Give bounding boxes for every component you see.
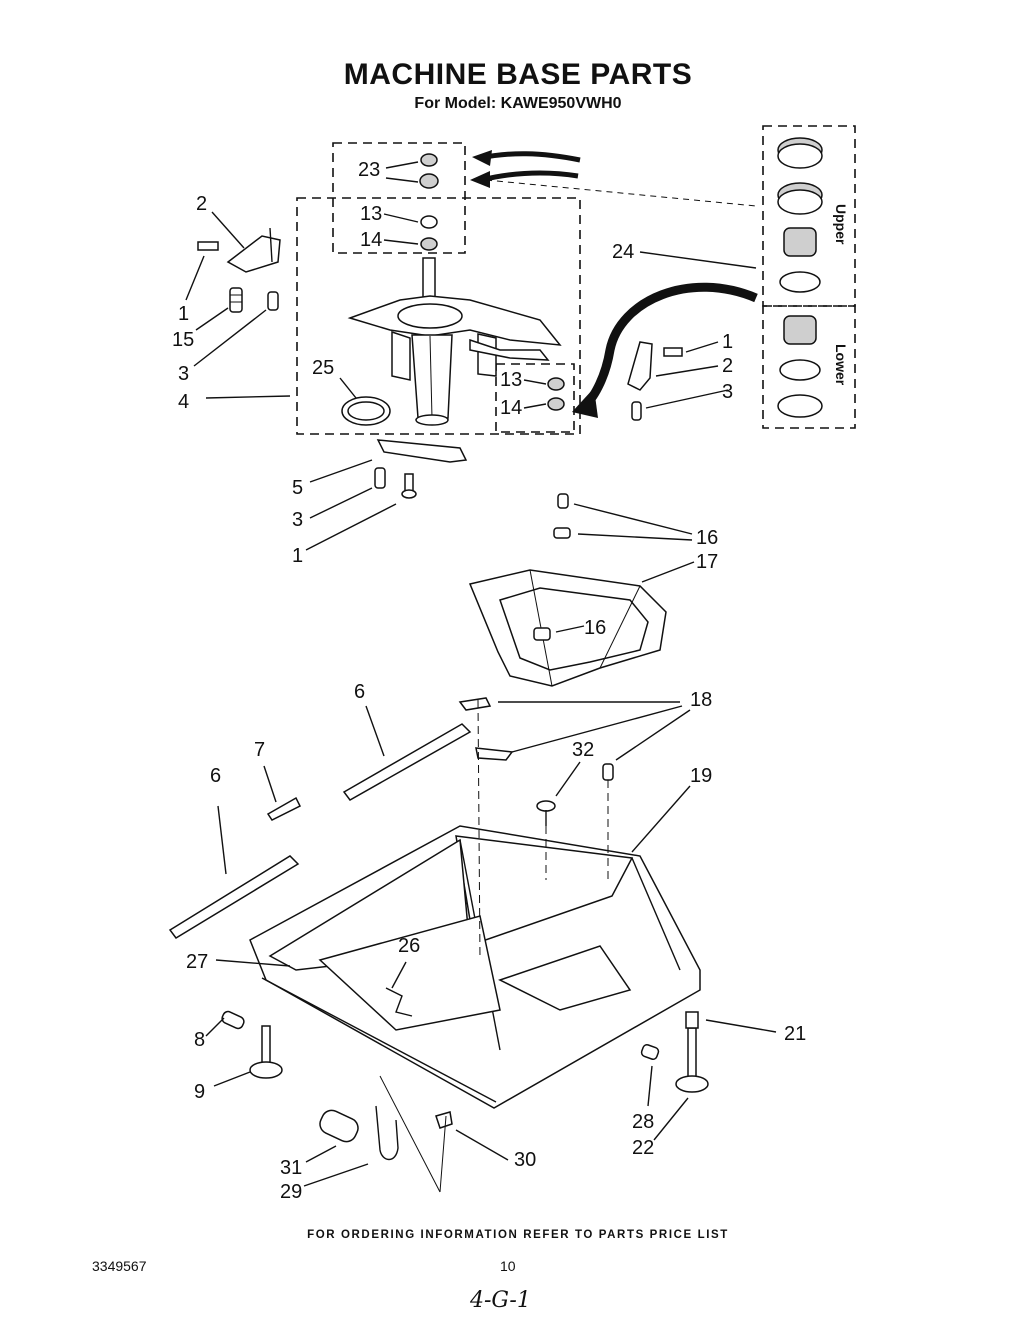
callout-labels: 23 13 14 2 1 15 3 4 25 13 14 24 1 2 3 5 … <box>172 159 806 1203</box>
rail-6-upper <box>342 723 472 801</box>
base-frame-19 <box>249 825 701 1109</box>
clip-30 <box>435 1111 453 1129</box>
callout-32: 32 <box>572 739 594 761</box>
bumper-16 <box>533 493 571 641</box>
upper-inset-label: Upper <box>833 204 849 245</box>
callout-3: 3 <box>292 509 303 531</box>
callout-16: 16 <box>696 527 718 549</box>
callout-17: 17 <box>696 551 718 573</box>
bearing-13-14-side <box>547 377 565 411</box>
clip-18 <box>458 697 614 781</box>
callout-14: 14 <box>500 397 522 419</box>
callout-16: 16 <box>584 617 606 639</box>
bearing-23 <box>419 153 439 189</box>
callout-18: 18 <box>690 689 712 711</box>
callout-6: 6 <box>210 765 221 787</box>
callout-14: 14 <box>360 229 382 251</box>
bearing-kit-box-side <box>495 363 575 433</box>
callout-1: 1 <box>178 303 189 325</box>
arrow-to-side-box <box>582 282 758 409</box>
callout-26: 26 <box>398 935 420 957</box>
upper-bearing-set <box>777 137 823 293</box>
callout-3: 3 <box>178 363 189 385</box>
callout-1: 1 <box>722 331 733 353</box>
arrow-to-bearing-box <box>479 151 581 183</box>
screw-32 <box>536 800 556 826</box>
ordering-note: FOR ORDERING INFORMATION REFER TO PARTS … <box>307 1229 729 1241</box>
hook-29 <box>375 1105 399 1161</box>
leader-lines <box>185 161 777 1193</box>
bracket-2-right <box>627 341 653 391</box>
lower-inset-label: Lower <box>833 344 849 386</box>
seal-ring-25 <box>341 396 391 426</box>
callout-3: 3 <box>722 381 733 403</box>
callout-9: 9 <box>194 1081 205 1103</box>
callout-6: 6 <box>354 681 365 703</box>
hook-26 <box>385 987 413 1017</box>
callout-13: 13 <box>360 203 382 225</box>
page-number: 10 <box>500 1258 516 1274</box>
bearing-kit-box-top <box>332 142 466 254</box>
bracket-2-left <box>226 227 281 273</box>
bearing-13-14-top <box>420 215 438 251</box>
callout-1: 1 <box>292 545 303 567</box>
callout-4: 4 <box>178 391 189 413</box>
model-subtitle: For Model: KAWE950VWH0 <box>414 95 622 112</box>
callout-22: 22 <box>632 1137 654 1159</box>
callout-31: 31 <box>280 1157 302 1179</box>
callout-5: 5 <box>292 477 303 499</box>
sleeve-31 <box>319 1109 359 1143</box>
callout-25: 25 <box>312 357 334 379</box>
nut-3-right <box>631 401 642 421</box>
callout-19: 19 <box>690 765 712 787</box>
bracket-5 <box>376 439 468 463</box>
leveling-leg-9 <box>249 1025 283 1079</box>
callout-29: 29 <box>280 1181 302 1203</box>
callout-2: 2 <box>196 193 207 215</box>
callout-28: 28 <box>632 1111 654 1133</box>
page-title: MACHINE BASE PARTS <box>343 58 693 91</box>
frame-17 <box>468 569 667 687</box>
bearing-inset-lower-box <box>762 305 856 429</box>
bolt-1-left <box>197 241 219 251</box>
nut-3-lower <box>374 467 386 489</box>
nut-3-left <box>267 291 279 311</box>
spring-7 <box>266 796 302 821</box>
bolt-1-lower <box>401 473 417 499</box>
callout-7: 7 <box>254 739 265 761</box>
handwritten-note: 4-G-1 <box>470 1288 531 1313</box>
callout-27: 27 <box>186 951 208 973</box>
lower-bearing-set <box>777 315 823 418</box>
callout-15: 15 <box>172 329 194 351</box>
callout-13: 13 <box>500 369 522 391</box>
document-number: 3349567 <box>92 1258 147 1274</box>
nut-21 <box>685 1011 699 1029</box>
pad-8 <box>221 1010 245 1030</box>
leveling-leg-22 <box>675 1027 709 1093</box>
callout-2: 2 <box>722 355 733 377</box>
bolt-1-right <box>663 347 683 357</box>
rail-6-lower <box>168 855 300 939</box>
callout-23: 23 <box>358 159 380 181</box>
callout-24: 24 <box>612 241 634 263</box>
cap-28 <box>640 1044 660 1060</box>
transmission-assembly <box>347 257 562 426</box>
callout-30: 30 <box>514 1149 536 1171</box>
callout-8: 8 <box>194 1029 205 1051</box>
spring-15 <box>229 287 243 313</box>
transmission-assembly-box <box>296 197 581 435</box>
callout-21: 21 <box>784 1023 806 1045</box>
